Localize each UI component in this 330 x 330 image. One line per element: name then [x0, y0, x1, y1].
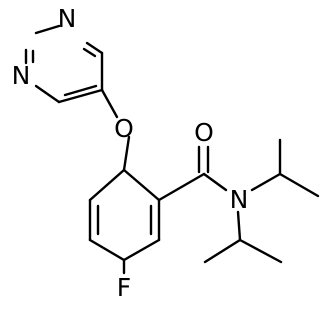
- oxygen-label: O: [114, 114, 134, 143]
- bond: [238, 238, 283, 264]
- bond: [236, 210, 242, 242]
- bond: [34, 24, 61, 35]
- bond: [250, 172, 282, 192]
- bond: [88, 168, 126, 202]
- bond: [85, 41, 104, 55]
- nitrogen-label: N: [58, 4, 77, 33]
- bond: [203, 238, 242, 264]
- bond: [82, 47, 97, 58]
- bond: [278, 172, 320, 198]
- bond: [34, 84, 61, 104]
- bond: [122, 238, 161, 262]
- atom-label-layer: N N O O N F: [12, 4, 249, 302]
- bond: [63, 84, 98, 97]
- bond: [100, 88, 119, 119]
- bond: [88, 238, 126, 262]
- bond: [122, 135, 131, 172]
- bond: [57, 88, 104, 104]
- bond: [202, 172, 228, 192]
- oxygen-label: O: [194, 118, 214, 147]
- bond: [122, 168, 161, 202]
- fluorine-label: F: [117, 273, 131, 302]
- bond: [157, 172, 206, 202]
- nitrogen-label: N: [12, 61, 31, 90]
- nitrogen-label: N: [230, 185, 249, 214]
- bond-layer: [24, 24, 320, 275]
